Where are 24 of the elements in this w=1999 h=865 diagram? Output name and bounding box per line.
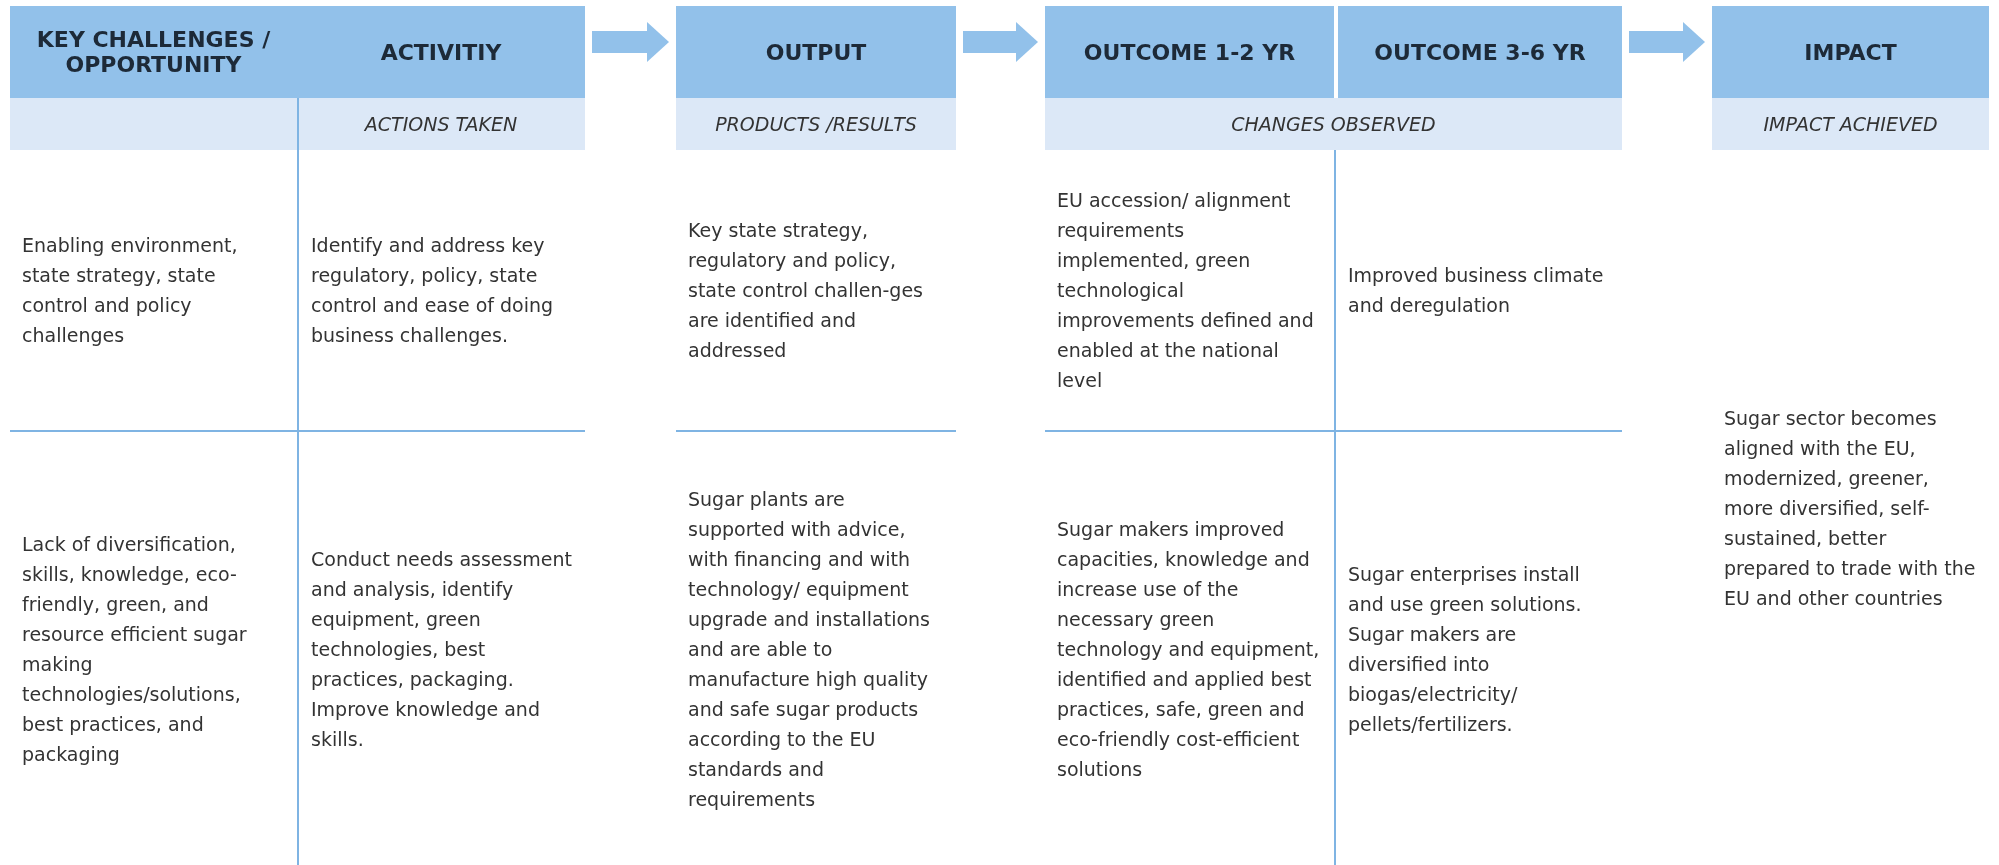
cell-text: Identify and address key regulatory, policy, state control and ease of doing business challenges. <box>311 233 555 348</box>
arrow <box>1629 22 1705 62</box>
column-subtitle: PRODUCTS /RESULTS <box>715 113 917 135</box>
cell-text: EU accession/ alignment requirements implemented, green technological improvements defined and enabled at the national level <box>1057 188 1315 393</box>
column-subtitle: CHANGES OBSERVED <box>1231 113 1436 135</box>
column-subtitle: IMPACT ACHIEVED <box>1763 113 1938 135</box>
cell-text: Improved business climate and deregulation <box>1348 263 1605 318</box>
column-header: OUTCOME 1-2 YR <box>1045 6 1334 98</box>
cell-text: Sugar makers improved capacities, knowledge and increase use of the necessary green technology and equipment, identified and applied best practices, safe, green and eco-friendly cost-efficient solutions <box>1057 516 1321 782</box>
column-header: KEY CHALLENGES / OPPORTUNITY <box>10 6 297 98</box>
cell-text: Conduct needs assessment and analysis, identify equipment, green technologies, best practices, packaging. Improve knowledge and skills. <box>311 546 573 752</box>
cell-text: Sugar sector becomes aligned with the EU, modernized, greener, more diversified, self-sustained, better prepared to trade with the EU and other countries <box>1724 405 1977 611</box>
cell-text: Key state strategy, regulatory and policy, state control challen-ges are identified and addressed <box>688 218 924 363</box>
column-header: OUTCOME 3-6 YR <box>1336 6 1622 98</box>
cell-text: Sugar plants are supported with advice, with financing and with technology/ equipment upgrade and installations and are able to manufacture high quality and safe sugar products according to the EU standards and requirements <box>688 486 931 812</box>
column-header: ACTIVITIY <box>297 6 585 98</box>
arrow <box>592 22 669 62</box>
arrow <box>963 22 1038 62</box>
column-subtitle: ACTIONS TAKEN <box>364 113 518 135</box>
cell-text: Enabling environment, state strategy, state control and policy challenges <box>22 233 239 348</box>
cell-text: Lack of diversification, skills, knowledge, eco-friendly, green, and resource efficient sugar making technologies/solutions, best practices, and packaging <box>22 531 248 767</box>
column-header: IMPACT <box>1712 6 1989 98</box>
cell-text: Sugar enterprises install and use green solutions. Sugar makers are diversified into biogas/electricity/ pellets/fertilizers. <box>1348 561 1583 737</box>
column-header: OUTPUT <box>676 6 956 98</box>
